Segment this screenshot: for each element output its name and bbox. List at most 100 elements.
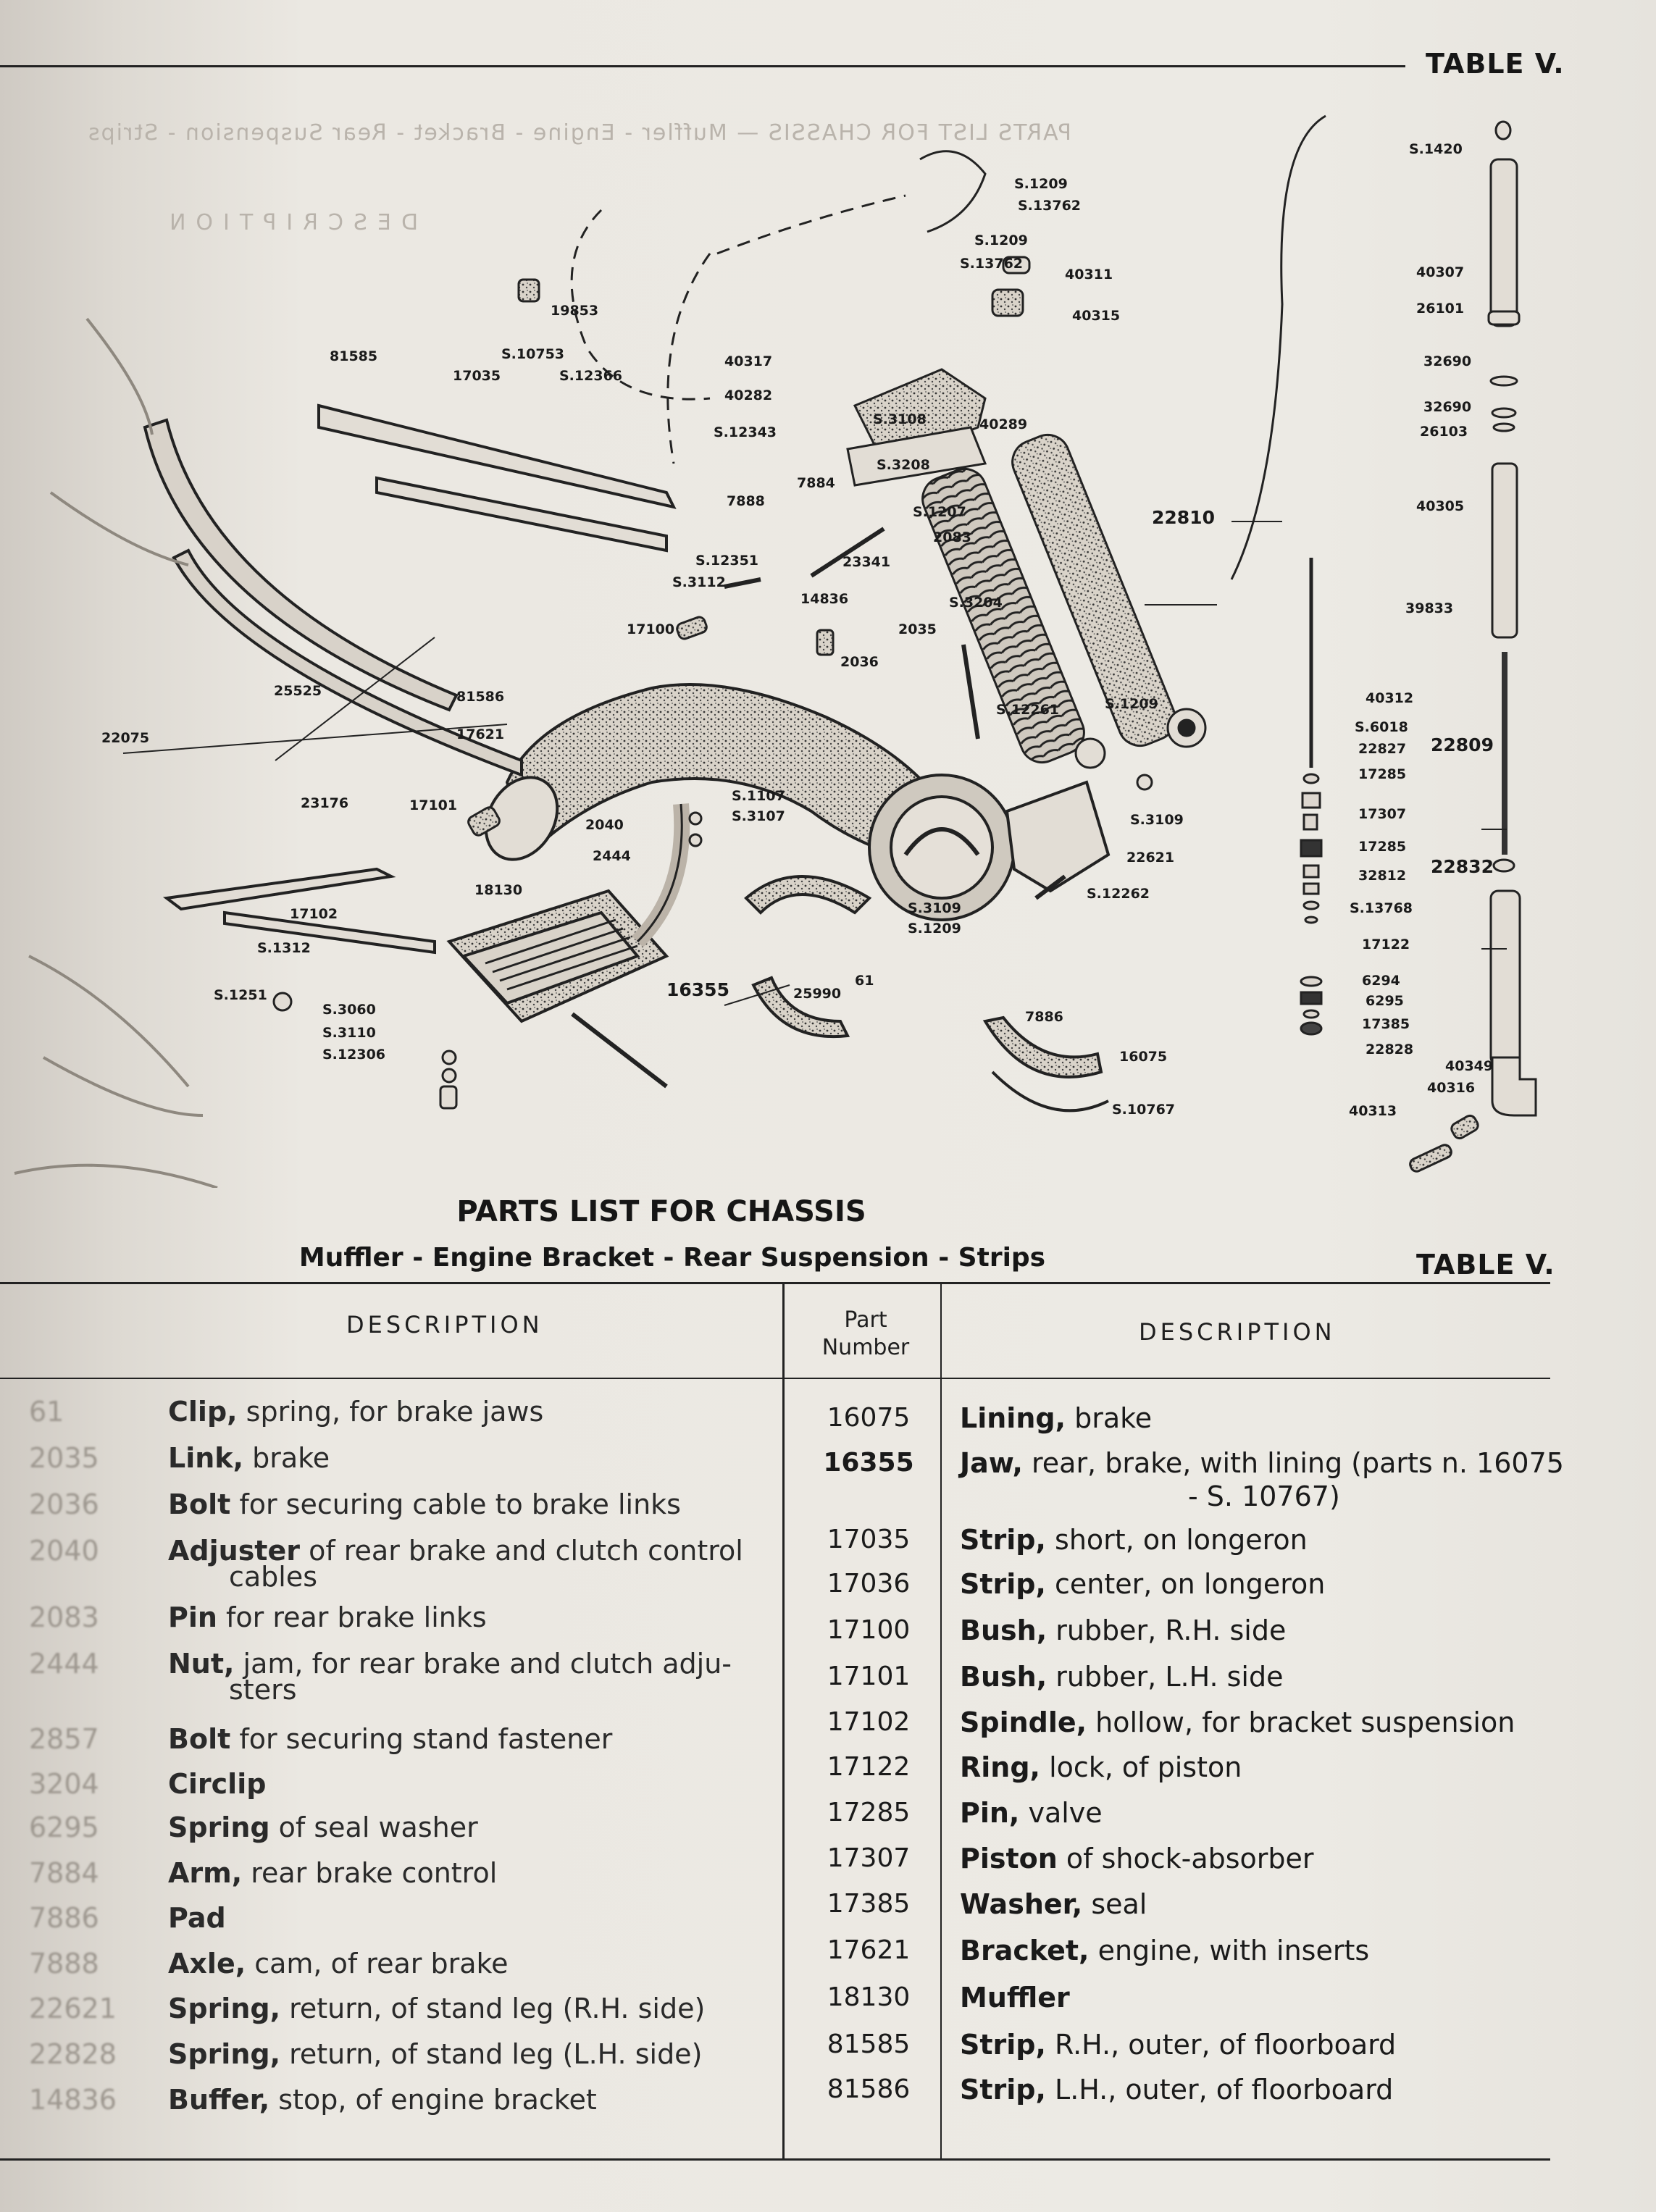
part-number: 16355 — [823, 1448, 914, 1478]
description-keyword: Ring, — [960, 1751, 1040, 1783]
description-rest: R.H., outer, of floorboard — [1045, 2029, 1397, 2061]
svg-text:7886: 7886 — [1025, 1009, 1063, 1025]
description-keyword: Pin — [168, 1601, 217, 1633]
svg-text:S.3208: S.3208 — [877, 457, 930, 473]
svg-text:40316: 40316 — [1427, 1080, 1475, 1096]
description-keyword: Strip, — [960, 1568, 1046, 1600]
description-keyword: Bolt — [168, 1723, 231, 1755]
svg-text:S.1420: S.1420 — [1409, 141, 1463, 157]
table-row-right: 17307 Piston of shock-absorber — [0, 1842, 1656, 1887]
description-keyword: Spring — [168, 1811, 270, 1843]
svg-text:40282: 40282 — [724, 387, 772, 403]
row-description: Pad — [168, 1901, 226, 1935]
row-description: Bush, rubber, R.H. side — [960, 1614, 1286, 1647]
description-keyword: Spring, — [168, 1993, 281, 2024]
row-description: Washer, seal — [960, 1888, 1147, 1921]
svg-text:S.1209: S.1209 — [908, 921, 961, 937]
parts-list-subtitle: Muffler - Engine Bracket - Rear Suspensi… — [298, 1243, 1046, 1273]
valve-stack — [1300, 558, 1323, 1036]
row-description: Strip, center, on longeron — [960, 1567, 1325, 1601]
description-keyword: Pin, — [960, 1797, 1020, 1829]
svg-text:S.12366: S.12366 — [559, 368, 622, 384]
svg-text:S.1312: S.1312 — [257, 940, 311, 956]
part-number: 17307 — [827, 1843, 911, 1873]
part-number: 17100 — [827, 1615, 911, 1645]
svg-text:22075: 22075 — [101, 730, 149, 746]
engine-bracket — [484, 683, 1111, 921]
description-rest: valve — [1019, 1797, 1103, 1829]
floorboard-strips — [143, 403, 677, 955]
table-bottom-rule — [0, 2158, 1550, 2161]
part-number: 17385 — [827, 1889, 911, 1919]
part-number: 81585 — [827, 2029, 911, 2059]
faded-part-number: 2444 — [29, 1648, 99, 1680]
faded-part-number: 2035 — [29, 1442, 99, 1474]
description-keyword: Link, — [168, 1442, 243, 1474]
svg-text:18130: 18130 — [474, 882, 522, 898]
description-rest: for securing stand fastener — [230, 1723, 613, 1755]
svg-text:40317: 40317 — [724, 353, 772, 369]
row-description: Piston of shock-absorber — [960, 1842, 1314, 1875]
svg-text:16355: 16355 — [666, 979, 729, 1000]
svg-text:40313: 40313 — [1349, 1103, 1397, 1119]
description-keyword: Clip, — [168, 1396, 238, 1428]
svg-text:22621: 22621 — [1126, 850, 1174, 866]
table-row-right: 16075 Lining, brake — [0, 1402, 1656, 1446]
row-description: Pin, valve — [960, 1796, 1103, 1830]
description-rest: center, on longeron — [1045, 1568, 1326, 1600]
svg-text:S.12261: S.12261 — [996, 702, 1059, 718]
faded-edge-parts — [14, 317, 218, 1188]
description-keyword: Spring, — [168, 2038, 281, 2070]
top-table-label: TABLE V. — [1426, 48, 1565, 80]
svg-text:25990: 25990 — [793, 986, 841, 1002]
description-rest: rubber, R.H. side — [1047, 1614, 1287, 1646]
row-description: Spring, return, of stand leg (L.H. side) — [168, 2037, 702, 2071]
stand-pedal-bracket — [846, 150, 1031, 487]
svg-text:2083: 2083 — [933, 529, 971, 545]
description-rest: brake — [243, 1442, 330, 1474]
part-number: 17035 — [827, 1525, 911, 1554]
description-keyword: Arm, — [168, 1857, 243, 1889]
svg-text:61: 61 — [855, 973, 874, 989]
svg-text:17035: 17035 — [453, 368, 501, 384]
svg-text:32690: 32690 — [1423, 399, 1471, 415]
svg-text:81585: 81585 — [330, 348, 377, 364]
svg-text:22827: 22827 — [1358, 741, 1406, 757]
svg-text:17307: 17307 — [1358, 806, 1406, 822]
svg-text:22832: 22832 — [1431, 856, 1494, 877]
description-keyword: Bush, — [960, 1661, 1047, 1693]
description-rest: brake — [1066, 1402, 1153, 1434]
col-header-desc-right: DESCRIPTION — [1139, 1318, 1336, 1346]
description-rest: engine, with inserts — [1089, 1935, 1370, 1966]
description-continuation: - S. 10767) — [1188, 1480, 1340, 1512]
row-description: Ring, lock, of piston — [960, 1751, 1242, 1784]
bottom-table-label: TABLE V. — [1416, 1249, 1555, 1281]
description-keyword: Bracket, — [960, 1935, 1090, 1966]
description-rest: hollow, for bracket suspension — [1087, 1706, 1515, 1738]
faded-part-number: 6295 — [29, 1811, 99, 1843]
part-number: 17621 — [827, 1935, 911, 1965]
small-hardware — [272, 278, 1153, 1110]
description-rest: of shock-absorber — [1057, 1843, 1314, 1874]
part-number: 16075 — [827, 1403, 911, 1433]
svg-text:S.1209: S.1209 — [1105, 696, 1158, 712]
description-keyword: Strip, — [960, 2029, 1046, 2061]
description-continuation: sters — [229, 1674, 297, 1706]
description-keyword: Lining, — [960, 1402, 1066, 1434]
svg-text:S.1207: S.1207 — [913, 504, 966, 520]
svg-text:S.12343: S.12343 — [714, 424, 777, 440]
col-header-part-number: Part Number — [821, 1307, 910, 1360]
svg-text:23341: 23341 — [842, 554, 890, 570]
description-rest: for rear brake links — [217, 1601, 487, 1633]
svg-text:S.3110: S.3110 — [322, 1025, 376, 1041]
